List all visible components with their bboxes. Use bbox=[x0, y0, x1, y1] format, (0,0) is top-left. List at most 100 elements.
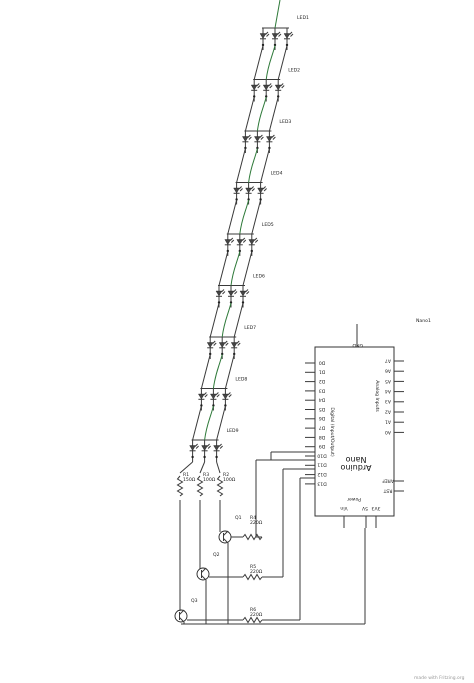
junction-dot bbox=[256, 146, 259, 150]
nano-pin-d1: D1 bbox=[319, 369, 326, 375]
led-diode-icon bbox=[262, 84, 270, 91]
arduino-nano[interactable]: Nano1 GND D0D1D2D3D4D5D6D7D8D9D10D11D12D… bbox=[305, 318, 431, 528]
led-diode-icon bbox=[248, 239, 256, 245]
led-light-arrow-icon bbox=[241, 237, 246, 241]
nano-group-digital: Digital (Input/Output) bbox=[329, 407, 335, 457]
top-input-wire bbox=[274, 0, 281, 29]
resistor-value: 220Ω bbox=[250, 612, 263, 618]
junction-dot bbox=[191, 455, 194, 459]
nano-pin-d9: D9 bbox=[319, 443, 326, 449]
led-light-arrow-icon bbox=[206, 443, 210, 447]
nano-pin-d10: D10 bbox=[317, 452, 326, 458]
led-diode-icon bbox=[227, 290, 235, 297]
led-light-arrow-icon bbox=[280, 83, 284, 87]
resistor-name: R3 bbox=[203, 472, 209, 478]
pin-label-group: A0 bbox=[385, 429, 391, 435]
led-diode-icon bbox=[206, 342, 214, 348]
junction-dot bbox=[203, 455, 206, 459]
resistor-value: 220Ω bbox=[250, 520, 263, 526]
led-diode-icon bbox=[271, 33, 279, 39]
junction-dot bbox=[265, 95, 268, 98]
led-diode-icon bbox=[254, 136, 261, 142]
pin-label-group: D11 bbox=[317, 462, 326, 468]
led-group-5: LED5 bbox=[224, 199, 274, 256]
transistor-icon bbox=[174, 609, 188, 623]
junction-dot bbox=[250, 249, 253, 253]
nano-pin-d13: D13 bbox=[317, 480, 326, 486]
nano-pin-d11: D11 bbox=[317, 462, 326, 468]
transistor-q2: Q2 bbox=[196, 500, 220, 624]
led-group-6: LED6 bbox=[215, 251, 265, 308]
pin-label-group: D9 bbox=[319, 443, 326, 449]
column-to-resistor bbox=[199, 461, 206, 474]
resistor-icon bbox=[196, 475, 204, 497]
transistor-label: Q1 bbox=[235, 515, 242, 521]
nano-pin-a7: A7 bbox=[385, 357, 391, 363]
led-diode-icon bbox=[222, 393, 229, 400]
interconnect-wire bbox=[248, 148, 258, 183]
led-label: LED7 bbox=[244, 325, 256, 331]
led-group-1: LED1 bbox=[259, 0, 309, 50]
pin-label-group: A2 bbox=[385, 408, 391, 414]
led-light-arrow-icon bbox=[204, 394, 208, 398]
vertical-link bbox=[209, 302, 220, 338]
led-light-arrow-icon bbox=[250, 186, 254, 190]
pin-label-group: A6 bbox=[385, 368, 391, 374]
nano-pin-d8: D8 bbox=[319, 434, 326, 440]
led-diode-icon bbox=[239, 290, 247, 297]
junction-dot bbox=[235, 198, 238, 201]
vertical-link bbox=[233, 302, 244, 338]
pin-label-group: A3 bbox=[385, 398, 391, 404]
junction-dot bbox=[268, 146, 271, 150]
interconnect-wire bbox=[239, 199, 250, 235]
nano-pin-d7: D7 bbox=[319, 425, 326, 431]
junction-dot bbox=[217, 301, 221, 304]
vertical-link bbox=[224, 354, 235, 389]
led-light-arrow-icon bbox=[203, 392, 207, 396]
pin-label-group: D7 bbox=[319, 425, 326, 431]
nano-pin-d2: D2 bbox=[319, 378, 326, 384]
nano-gnd-label: GND bbox=[352, 342, 363, 348]
led-light-arrow-icon bbox=[248, 136, 252, 140]
led-group-4: LED4 bbox=[233, 148, 283, 205]
led-light-arrow-icon bbox=[219, 445, 223, 449]
led-light-arrow-icon bbox=[277, 31, 281, 35]
junction-dot bbox=[285, 43, 289, 47]
led-label: LED8 bbox=[235, 377, 247, 383]
led-label: LED4 bbox=[271, 171, 283, 177]
resistor-icon bbox=[216, 475, 224, 497]
led-light-arrow-icon bbox=[266, 33, 270, 37]
transistor-emitter bbox=[201, 575, 207, 581]
resistor-name: R2 bbox=[223, 472, 229, 478]
resistor-name: R1 bbox=[183, 472, 189, 478]
led-group-9: LED9 bbox=[189, 405, 239, 462]
led-light-arrow-icon bbox=[265, 31, 269, 35]
led-diode-icon bbox=[201, 445, 208, 451]
led-light-arrow-icon bbox=[269, 85, 273, 89]
transistor-label: Q2 bbox=[213, 552, 220, 558]
led-diode-icon bbox=[198, 393, 205, 400]
pin-label-group: A4 bbox=[385, 388, 391, 394]
nano-pin-d6: D6 bbox=[319, 415, 326, 421]
led-light-arrow-icon bbox=[253, 237, 258, 241]
nano-pin-a0: A0 bbox=[385, 429, 391, 435]
led-diode-icon bbox=[224, 239, 232, 245]
led-light-arrow-icon bbox=[194, 443, 198, 447]
nano-pin-vin: Vin bbox=[340, 505, 347, 511]
led-light-arrow-icon bbox=[263, 188, 267, 192]
resistor-value: 100Ω bbox=[203, 477, 216, 483]
junction-dot bbox=[273, 43, 277, 47]
interconnect-wire bbox=[256, 96, 267, 132]
led-light-arrow-icon bbox=[245, 289, 249, 293]
led-light-arrow-icon bbox=[290, 33, 294, 37]
transistor-icon bbox=[218, 530, 232, 544]
interconnect-wire bbox=[230, 251, 241, 286]
led-light-arrow-icon bbox=[239, 188, 243, 192]
vertical-link bbox=[218, 251, 229, 286]
junction-dot bbox=[212, 404, 215, 407]
led-light-arrow-icon bbox=[229, 237, 234, 241]
